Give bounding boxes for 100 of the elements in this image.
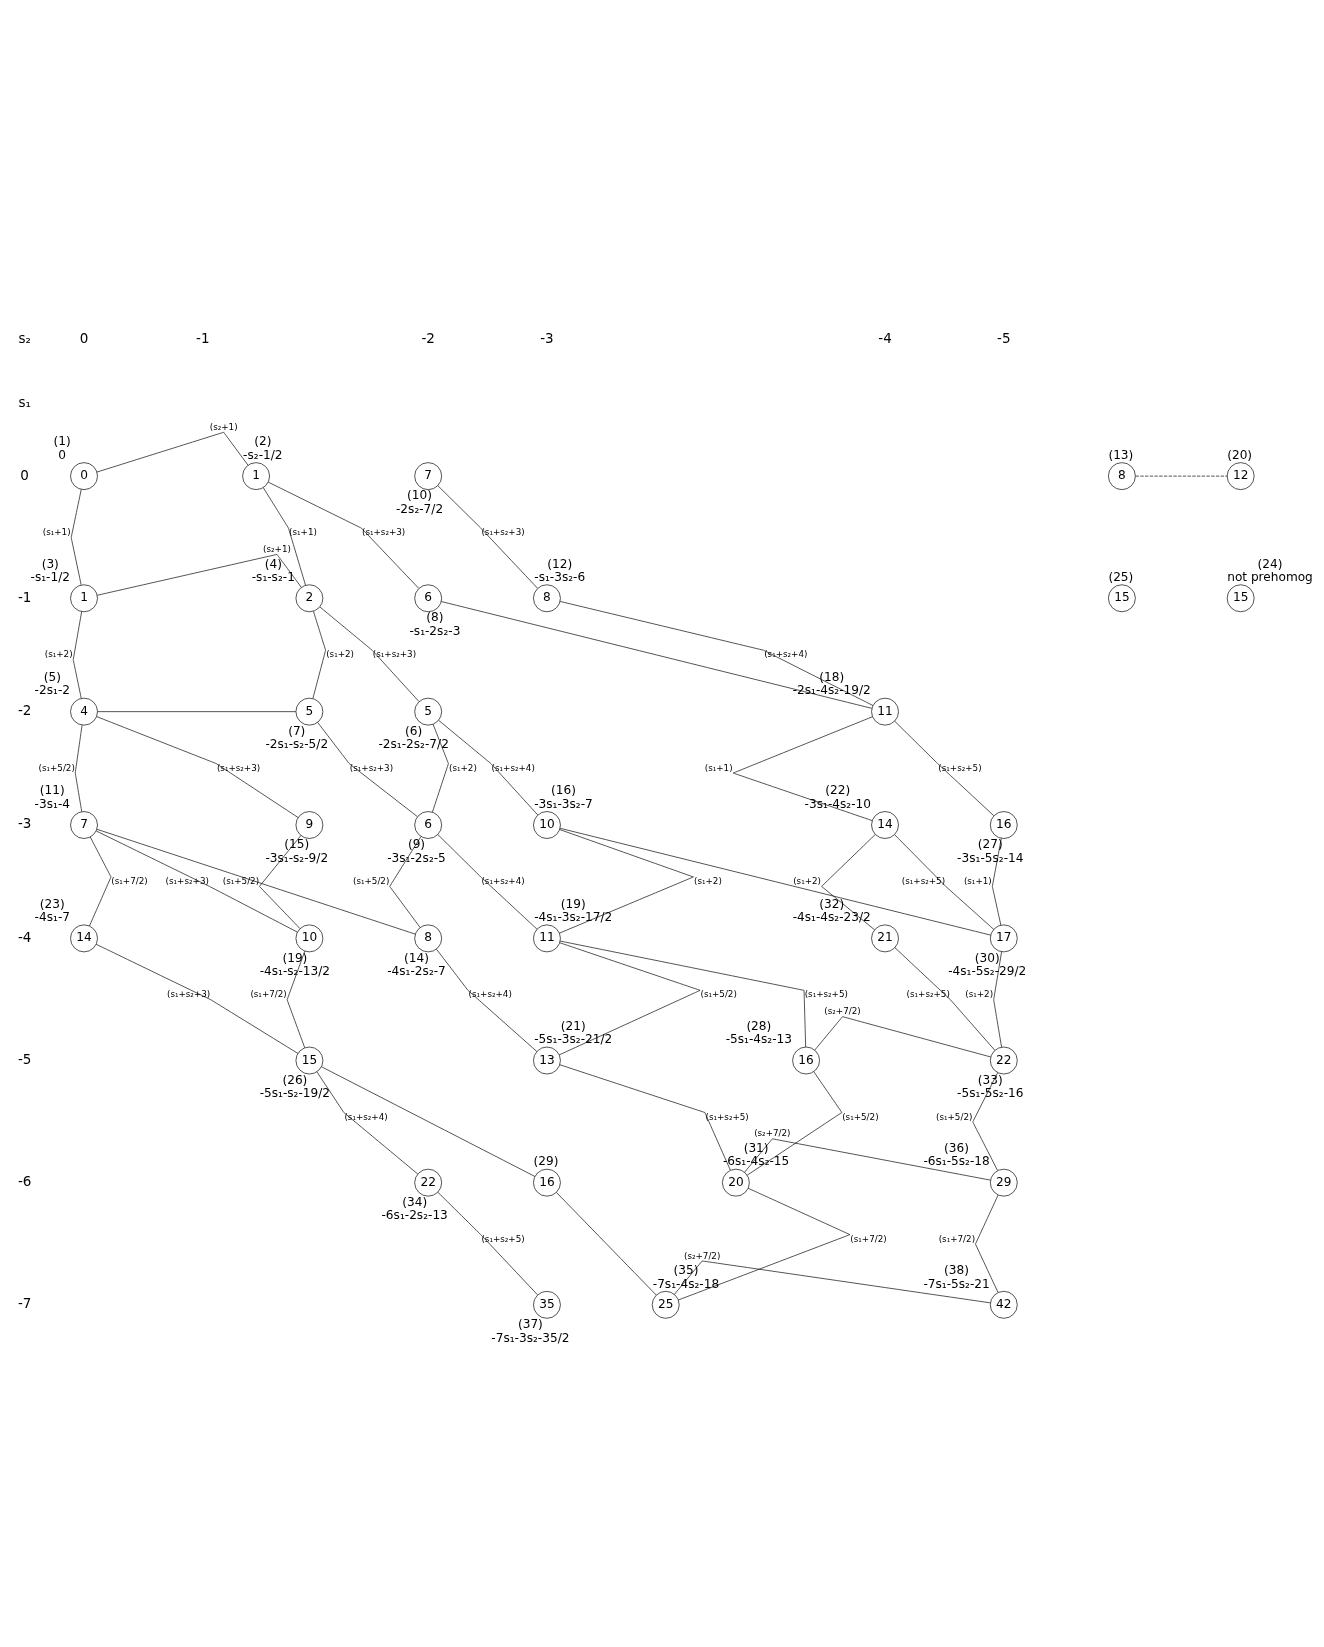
node-circle: 8: [533, 583, 561, 612]
node-label: (13): [1108, 447, 1134, 462]
connector: [436, 948, 537, 1052]
edge-label: (s₁+2): [44, 648, 73, 659]
label: -4: [17, 928, 32, 945]
node-label: not prehomog: [1227, 569, 1313, 584]
node-label: (32): [819, 896, 845, 911]
node-label: -3s₁-s₂-9/2: [265, 850, 329, 865]
edge-label: (s₁+1): [289, 526, 317, 537]
edge-label: (s₁+s₂+4): [468, 988, 512, 999]
connector: [559, 828, 694, 933]
connector: [993, 950, 1002, 1047]
edge-label: (s₁+s₂+3): [166, 988, 211, 999]
connector: [732, 715, 873, 821]
node-label: -3s₁-4: [34, 796, 70, 811]
node-label: -2s₁-s₂-5/2: [265, 736, 329, 751]
edge-label: (s₁+s₂+4): [491, 762, 535, 773]
edge-label: (s₂+1): [263, 543, 291, 554]
connector: [556, 1191, 657, 1295]
node-label: (3): [41, 556, 59, 570]
edge-label: (s₁+1): [704, 762, 733, 773]
connector: [674, 1260, 991, 1303]
label: 0: [79, 329, 89, 346]
label: -1: [196, 329, 210, 346]
label: s₁: [18, 393, 31, 410]
connector: [894, 834, 995, 930]
node-label: (12): [547, 556, 573, 570]
edge-label: (s₂+7/2): [824, 1005, 861, 1016]
connector: [559, 1063, 731, 1170]
node-label: -s₂-1/2: [243, 447, 283, 462]
connector: [319, 606, 420, 702]
node-label: -5s₁-s₂-19/2: [259, 1085, 331, 1100]
edge-label: (s₂+7/2): [754, 1127, 791, 1138]
node-circle: 1: [242, 461, 270, 490]
edge-label: (s₁+5/2): [352, 875, 390, 886]
edge-label: (s₁+5/2): [38, 762, 75, 773]
connector: [559, 940, 806, 1047]
node-circle: 11: [871, 697, 899, 725]
node-label: (14): [404, 950, 429, 965]
node-circle: 10: [295, 924, 324, 952]
label: -5: [17, 1050, 32, 1067]
node-label: -s₁-3s₂-6: [534, 569, 586, 584]
node-label: -3s₁-2s₂-5: [387, 850, 446, 865]
node-label: (35): [673, 1262, 699, 1277]
node-label: (37): [517, 1316, 543, 1331]
node-label: (20): [1227, 447, 1253, 462]
node-label: -7s₁-5s₂-21: [923, 1276, 990, 1291]
edge-label: (s₁+s₂+5): [901, 875, 946, 886]
connector: [814, 1015, 991, 1057]
connector: [558, 941, 701, 1055]
node-circle: 9: [295, 810, 324, 839]
connector: [70, 488, 82, 585]
node-circle: 22: [989, 1046, 1018, 1074]
node-circle: 20: [722, 1168, 750, 1196]
connector: [96, 431, 249, 472]
node-circle: 10: [533, 810, 561, 839]
node-label: (15): [284, 836, 310, 851]
edge-label: (s₁+2): [693, 875, 722, 886]
connector: [96, 715, 299, 818]
label: -2: [421, 329, 435, 346]
edge-label: (s₁+2): [793, 875, 822, 886]
node-circle: 42: [989, 1290, 1018, 1319]
edge-label: (s₁+s₂+4): [764, 648, 808, 659]
node-label: -3s₁-3s₂-7: [534, 796, 593, 811]
label: -5: [997, 329, 1011, 346]
node-circle: 6: [414, 810, 442, 839]
node-label: (2): [254, 433, 272, 448]
node-label: (8): [426, 609, 444, 624]
edge-label: (s₁+s₂+3): [372, 648, 417, 659]
connector: [96, 828, 416, 934]
connector: [678, 1187, 851, 1300]
label: 0: [20, 466, 29, 482]
node-label: -5s₁-4s₂-13: [725, 1031, 793, 1046]
edge-label: (s₂+7/2): [683, 1250, 721, 1261]
connector: [95, 830, 298, 932]
edge-label: (s₁+7/2): [250, 988, 287, 999]
node-label: (11): [39, 782, 65, 797]
connector: [821, 833, 876, 930]
node-label: (19): [282, 950, 308, 965]
edge-label: (s₁+7/2): [111, 875, 148, 886]
node-label: -4s₁-3s₂-17/2: [534, 909, 613, 924]
node-label: -4s₁-s₂-13/2: [259, 963, 331, 978]
node-label: -s₁-2s₂-3: [409, 623, 461, 638]
edge-label: (s₁+s₂+5): [481, 1233, 525, 1244]
edge-label: (s₁+s₂+5): [705, 1111, 749, 1122]
node-circle: 2: [295, 583, 324, 612]
connector: [441, 600, 873, 709]
edge-label: (s₁+1): [963, 875, 992, 886]
label: -1: [17, 588, 32, 605]
node-label: (34): [402, 1194, 428, 1209]
node-label: (7): [288, 723, 306, 738]
edge-label: (s₁+s₂+4): [481, 875, 525, 886]
edge-label: (s₁+s₂+5): [804, 988, 848, 999]
node-label: (28): [746, 1018, 772, 1033]
node-label: -s₁-s₂-1: [251, 569, 295, 584]
node-circle: 8: [1108, 461, 1136, 490]
connector: [72, 610, 82, 699]
node-label: (21): [560, 1018, 586, 1033]
node-label: 0: [58, 447, 66, 462]
label: -3: [17, 814, 32, 831]
